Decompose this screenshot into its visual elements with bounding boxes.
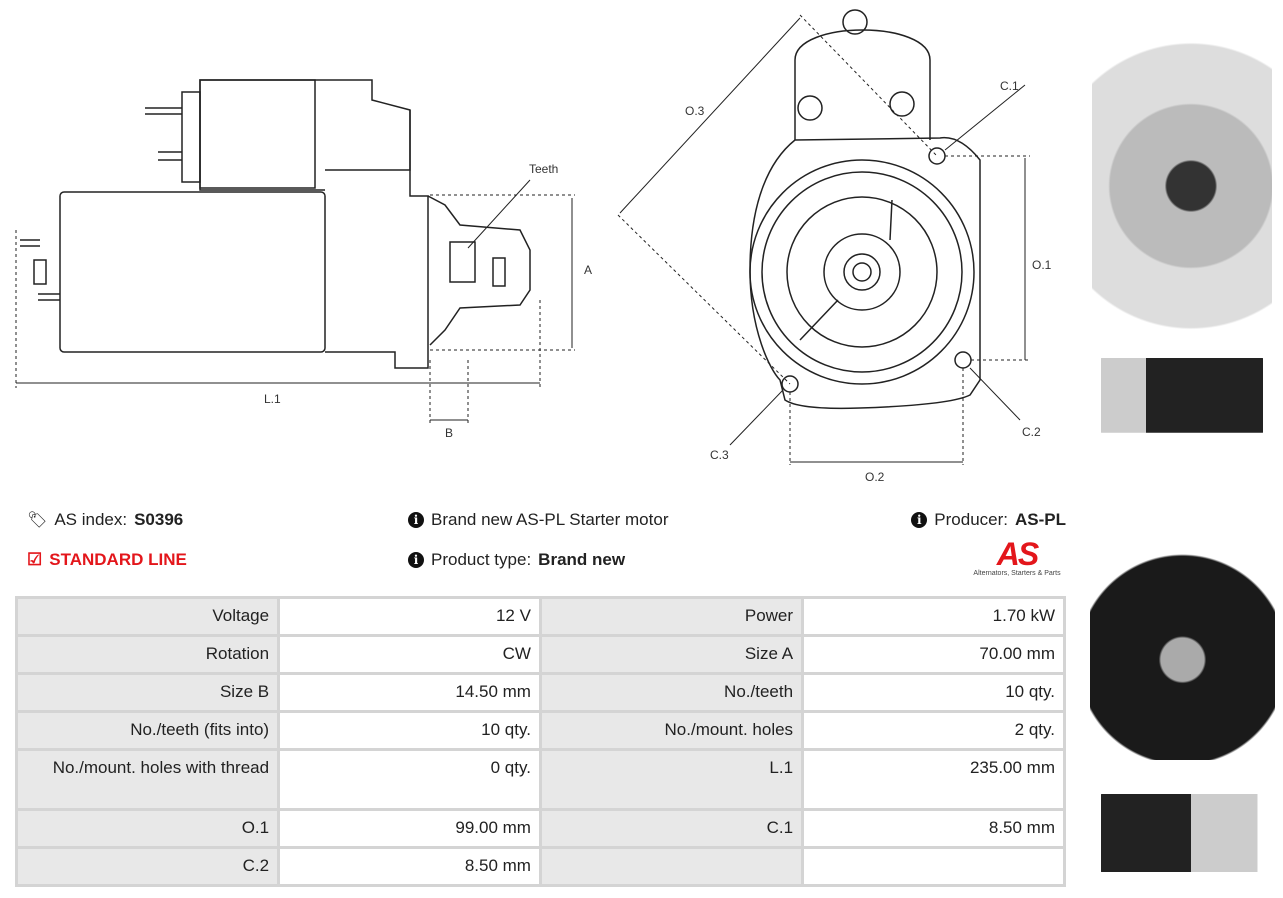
as-pl-logo: AS Alternators, Starters & Parts [965,538,1069,577]
checkbox-icon: ☑ [27,550,43,569]
as-index: 🏷︎ AS index: S0396 [27,510,183,530]
spec-value: 70.00 mm [801,634,1066,675]
label-o1: O.1 [1032,258,1052,272]
label-b: B [445,426,454,440]
spec-label: Rotation [14,634,281,675]
spec-value: 10 qty. [277,710,542,751]
label-teeth: Teeth [529,162,559,176]
spec-label: C.1 [538,808,805,849]
label-o2: O.2 [865,470,885,484]
description: i Brand new AS-PL Starter motor [408,510,668,530]
product-photo-rear [1090,465,1275,760]
label-c2: C.2 [1022,425,1041,439]
product-photo-side-2 [1092,794,1272,872]
label-c3: C.3 [710,448,729,462]
spec-value [801,846,1066,887]
spec-value: 2 qty. [801,710,1066,751]
spec-label: Size A [538,634,805,675]
spec-value: 8.50 mm [801,808,1066,849]
spec-value: 14.50 mm [277,672,542,713]
front-view-drawing [617,9,1030,465]
logo-mark: AS [965,538,1069,570]
label-c1: C.1 [1000,79,1019,93]
product-type: i Product type: Brand new [408,550,625,570]
spec-label: C.2 [14,846,281,887]
producer-label: Producer: [934,510,1008,529]
spec-label: No./mount. holes with thread [14,748,281,811]
tags-icon: 🏷︎ [27,512,48,529]
spec-label: O.1 [14,808,281,849]
spec-value: 1.70 kW [801,596,1066,637]
product-photo-side [1092,358,1272,433]
spec-value: 99.00 mm [277,808,542,849]
side-view-drawing [15,79,575,425]
description-text: Brand new AS-PL Starter motor [431,510,669,529]
info-icon: i [408,552,424,568]
label-a: A [584,263,593,277]
spec-value: 12 V [277,596,542,637]
spec-label: Size B [14,672,281,713]
as-index-label: AS index: [54,510,128,529]
spec-label: Voltage [14,596,281,637]
standard-line-label: STANDARD LINE [49,550,187,569]
table-row: No./teeth (fits into)10 qty.No./mount. h… [14,710,1066,751]
info-icon: i [408,512,424,528]
spec-value: 8.50 mm [277,846,542,887]
product-photo-front [1092,10,1272,330]
product-type-label: Product type: [431,550,532,569]
spec-value: 10 qty. [801,672,1066,713]
producer: i Producer: AS-PL [911,510,1066,530]
spec-label: No./teeth [538,672,805,713]
product-type-value: Brand new [538,550,626,569]
spec-label: No./teeth (fits into) [14,710,281,751]
spec-value: 0 qty. [277,748,542,811]
spec-label: L.1 [538,748,805,811]
spec-label: No./mount. holes [538,710,805,751]
info-icon: i [911,512,928,528]
spec-label [538,846,805,887]
producer-value: AS-PL [1015,510,1066,529]
standard-line-badge: ☑ STANDARD LINE [27,550,187,570]
as-index-value: S0396 [134,510,184,529]
label-o3: O.3 [685,104,705,118]
spec-value: 235.00 mm [801,748,1066,811]
spec-label: Power [538,596,805,637]
label-l1: L.1 [264,392,281,406]
logo-tagline: Alternators, Starters & Parts [973,570,1061,577]
spec-value: CW [277,634,542,675]
